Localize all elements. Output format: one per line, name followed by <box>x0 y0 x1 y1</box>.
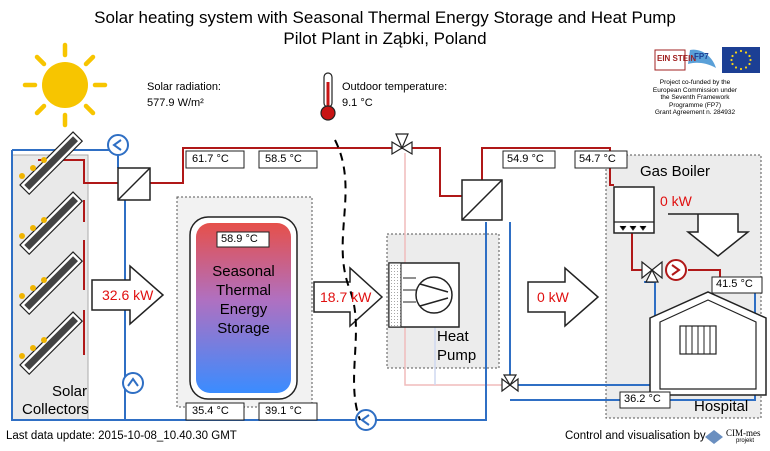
temp-hp-out-1: 54.9 °C <box>507 153 544 165</box>
pump-icon[interactable] <box>355 409 377 431</box>
radiator-icon <box>679 325 717 355</box>
einstein-logo <box>654 49 686 71</box>
temp-storage-in: 58.5 °C <box>265 153 302 165</box>
solar-radiation-label: Solar radiation: <box>147 81 221 93</box>
outdoor-temperature-label: Outdoor temperature: <box>342 81 448 93</box>
pump-icon[interactable] <box>122 372 144 394</box>
solar-collectors <box>19 131 84 376</box>
valve-icon[interactable] <box>391 133 413 156</box>
storage-tank <box>189 216 298 400</box>
solar-collectors-label: Solar Collectors <box>22 383 89 418</box>
temp-hospital-return: 36.2 °C <box>624 393 661 405</box>
distance-separator <box>334 139 361 421</box>
power-hp-to-hospital: 0 kW <box>537 289 569 305</box>
eu-flag-icon <box>722 47 760 73</box>
temp-storage-top: 58.9 °C <box>221 233 258 245</box>
solar-radiation-value: 577.9 W/m² <box>147 97 204 109</box>
power-gas-boiler: 0 kW <box>660 193 692 209</box>
storage-label: Seasonal Thermal Energy Storage <box>212 263 275 337</box>
sun-icon <box>22 42 108 128</box>
temp-storage-bottom-1: 35.4 °C <box>192 405 229 417</box>
flow-arrow-icon <box>527 266 600 328</box>
flow-arrow-icon <box>91 264 165 326</box>
temp-collector-hx-out: 61.7 °C <box>192 153 229 165</box>
temp-hospital-supply: 41.5 °C <box>716 278 753 290</box>
temp-storage-bottom-2: 39.1 °C <box>265 405 302 417</box>
flow-arrow-icon <box>313 266 384 328</box>
pump-icon[interactable] <box>665 259 687 281</box>
outdoor-temperature-value: 9.1 °C <box>342 97 373 109</box>
power-storage-to-hp: 18.7 kW <box>320 289 372 305</box>
pump-icon[interactable] <box>107 134 129 156</box>
fp7-logo <box>688 49 716 68</box>
page-title: Solar heating system with Seasonal Therm… <box>94 8 676 27</box>
cim-logo <box>705 430 723 444</box>
einstein-logo-text: EIN STEIN <box>657 54 697 63</box>
heat-pump-label: Heat Pump <box>437 328 477 364</box>
cim-logo-subtext: projekt <box>736 438 755 444</box>
valve-icon[interactable] <box>641 260 663 283</box>
gas-boiler-label: Gas Boiler <box>640 163 711 180</box>
fp7-logo-text: FP7 <box>694 52 709 61</box>
boiler-flow-arrow <box>668 213 751 257</box>
power-solar: 32.6 kW <box>102 287 154 303</box>
eu-funding-note: Project co-funded by the European Commis… <box>652 79 738 117</box>
gas-boiler-symbol <box>613 186 655 234</box>
page-subtitle: Pilot Plant in Ząbki, Poland <box>283 29 487 48</box>
temp-hp-out-2: 54.7 °C <box>579 153 616 165</box>
last-update-text: Last data update: 2015-10-08_10.40.30 GM… <box>6 430 237 442</box>
hospital-label: Hospital <box>694 398 749 415</box>
valve-icon[interactable] <box>501 374 519 393</box>
heat-pump-symbol <box>388 262 460 328</box>
heat-exchanger-icon <box>461 179 503 221</box>
cim-logo-text: CIM-mes <box>726 428 761 438</box>
heat-exchanger-icon <box>117 167 151 201</box>
hot-pipes <box>38 147 721 355</box>
thermometer-icon <box>320 72 336 121</box>
control-visualisation-text: Control and visualisation by <box>565 430 706 442</box>
